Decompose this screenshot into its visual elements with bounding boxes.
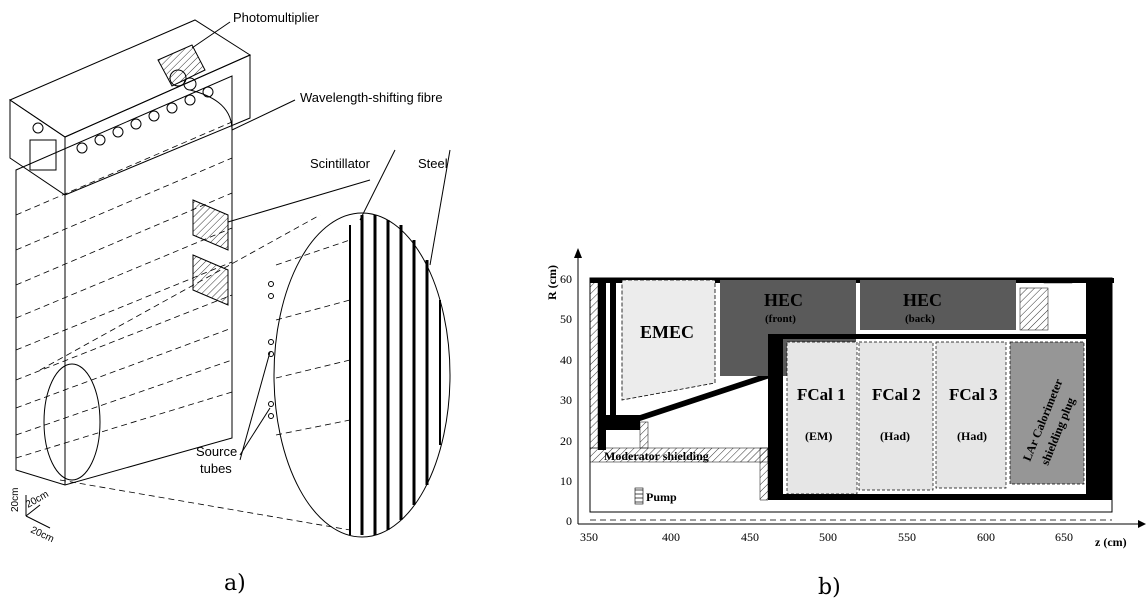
y-tick: 20 bbox=[560, 434, 572, 448]
tile-module-drawing bbox=[8, 19, 451, 538]
scale-vertical: 20cm bbox=[10, 488, 21, 512]
label-hec-front: HEC bbox=[764, 290, 803, 310]
x-tick: 500 bbox=[819, 530, 837, 544]
region-fcal2 bbox=[858, 341, 934, 491]
label-tubes: tubes bbox=[200, 461, 232, 476]
y-tick-labels: 0 10 20 30 40 50 60 bbox=[560, 272, 572, 528]
caption-b: b) bbox=[818, 575, 841, 600]
right-wall bbox=[1086, 278, 1112, 500]
girder-side bbox=[64, 54, 251, 196]
label-fcal3: FCal 3 bbox=[949, 385, 998, 404]
label-scintillator: Scintillator bbox=[310, 156, 371, 171]
x-tick: 450 bbox=[741, 530, 759, 544]
label-fcal1-sub: (EM) bbox=[805, 429, 832, 443]
x-tick: 600 bbox=[977, 530, 995, 544]
label-emec: EMEC bbox=[640, 322, 694, 342]
scint-tile-1 bbox=[192, 199, 229, 251]
label-fcal1: FCal 1 bbox=[797, 385, 846, 404]
photomultiplier-box bbox=[157, 44, 206, 87]
label-hec-back: HEC bbox=[903, 290, 942, 310]
label-moderator: Moderator shielding bbox=[604, 449, 709, 463]
scint-tile-2 bbox=[192, 254, 229, 306]
region-fcal1 bbox=[786, 341, 858, 495]
label-fcal2: FCal 2 bbox=[872, 385, 921, 404]
label-fcal2-sub: (Had) bbox=[880, 429, 910, 443]
label-wls-fibre: Wavelength-shifting fibre bbox=[300, 90, 443, 105]
caption-a: a) bbox=[224, 571, 246, 596]
pump-icon bbox=[634, 487, 644, 505]
x-tick: 350 bbox=[580, 530, 598, 544]
y-tick: 40 bbox=[560, 353, 572, 367]
label-photomultiplier: Photomultiplier bbox=[233, 10, 320, 25]
label-steel: Steel bbox=[418, 156, 448, 171]
y-tick: 10 bbox=[560, 474, 572, 488]
girder-front bbox=[9, 99, 66, 196]
region-hec-back bbox=[860, 280, 1016, 330]
zoom-dashes bbox=[275, 239, 351, 436]
fcal-cross-section bbox=[574, 248, 1146, 528]
label-fcal3-sub: (Had) bbox=[957, 429, 987, 443]
girder-holes bbox=[32, 86, 214, 154]
x-tick: 550 bbox=[898, 530, 916, 544]
region-fcal3 bbox=[935, 341, 1007, 489]
zoom-detail-ellipse bbox=[273, 212, 451, 538]
y-tick: 0 bbox=[566, 514, 572, 528]
label-pump: Pump bbox=[646, 490, 677, 504]
source-tube-holes bbox=[268, 281, 274, 419]
zoom-steel-stripes bbox=[349, 215, 441, 535]
label-source: Source bbox=[196, 444, 237, 459]
label-hec-back-sub: (back) bbox=[905, 313, 935, 325]
x-tick: 400 bbox=[662, 530, 680, 544]
x-tick: 650 bbox=[1055, 530, 1073, 544]
zoom-source-ellipse bbox=[43, 363, 101, 481]
x-axis-label: z (cm) bbox=[1095, 535, 1127, 549]
y-axis-label: R (cm) bbox=[545, 265, 559, 300]
region-plug bbox=[1009, 341, 1085, 485]
x-tick-labels: 350 400 450 500 550 600 650 bbox=[580, 530, 1073, 544]
y-tick: 50 bbox=[560, 312, 572, 326]
pmt-tube bbox=[169, 69, 187, 87]
y-tick: 30 bbox=[560, 393, 572, 407]
label-hec-front-sub: (front) bbox=[765, 313, 796, 325]
girder-top bbox=[8, 19, 252, 138]
y-tick: 60 bbox=[560, 272, 572, 286]
scale-horizontal: 20cm bbox=[29, 525, 56, 545]
scale-axes bbox=[25, 495, 51, 529]
wls-fibre-line bbox=[189, 89, 233, 131]
girder-window bbox=[29, 139, 57, 171]
region-emec bbox=[621, 279, 716, 401]
